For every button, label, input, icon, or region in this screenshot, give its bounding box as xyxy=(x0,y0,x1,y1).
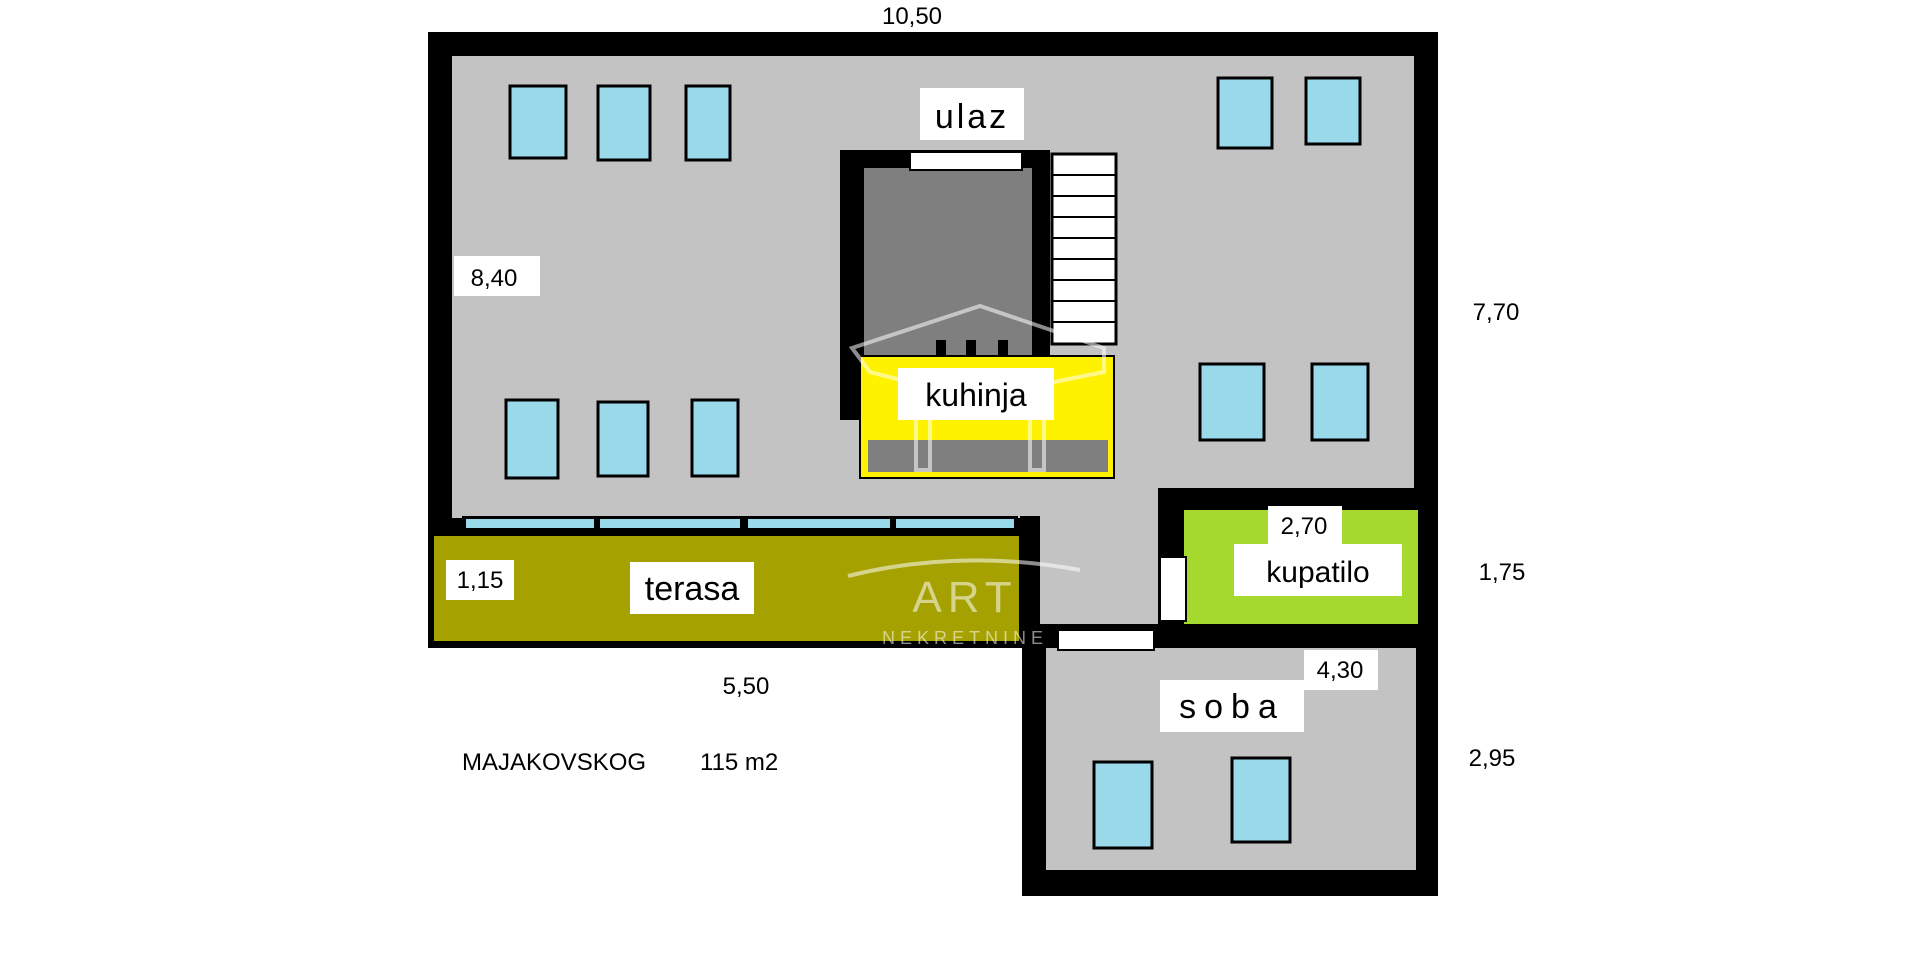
dimension-top: 10,50 xyxy=(882,3,942,30)
room-label-soba: soba xyxy=(1179,688,1285,726)
dimension-bottom-terasa: 5,50 xyxy=(723,673,770,700)
dimension-terasa-depth: 1,15 xyxy=(457,567,504,594)
label-bg-kupatilo-width xyxy=(1268,506,1342,546)
label-bg-soba xyxy=(1160,680,1304,732)
kitchen-counter-top xyxy=(868,440,1108,472)
room-label-kupatilo: kupatilo xyxy=(1266,556,1369,589)
corridor-wall xyxy=(1020,516,1040,646)
window xyxy=(1092,760,1154,850)
corridor-floor xyxy=(1040,516,1160,630)
watermark-brand: ART xyxy=(912,573,1017,622)
window xyxy=(596,84,652,162)
staircase xyxy=(936,152,1118,358)
window xyxy=(596,400,650,478)
label-bg-kupatilo xyxy=(1234,544,1402,596)
caption-area: 115 m2 xyxy=(700,749,778,776)
staircase-body xyxy=(1050,152,1118,346)
windows xyxy=(504,76,1370,850)
room-label-terasa: terasa xyxy=(645,570,740,608)
watermark-sub: NEKRETNINE xyxy=(882,628,1048,648)
room-label-kuhinja: kuhinja xyxy=(925,377,1027,413)
window xyxy=(1310,362,1370,442)
label-bg-terasa xyxy=(630,562,754,614)
window xyxy=(504,398,560,480)
dimension-soba-depth: 2,95 xyxy=(1469,745,1516,772)
room-label-ulaz: ulaz xyxy=(935,98,1009,136)
terasa-glazing-pane xyxy=(600,519,740,528)
stair-post xyxy=(966,340,976,358)
stair-post xyxy=(998,340,1008,358)
kupatilo-door xyxy=(1159,556,1187,622)
watermark-swoosh-icon xyxy=(847,558,1081,578)
label-bg-soba-width xyxy=(1304,650,1378,690)
stairwell-floor xyxy=(864,168,1032,368)
stair-post xyxy=(936,340,946,358)
label-bg-left xyxy=(454,256,540,296)
terasa-glazing-pane xyxy=(466,519,594,528)
dimension-soba-width: 4,30 xyxy=(1317,657,1364,684)
entrance-door xyxy=(909,151,1023,171)
window xyxy=(1198,362,1266,442)
soba-door xyxy=(1057,629,1155,651)
window xyxy=(508,84,568,160)
dimension-left: 8,40 xyxy=(471,265,518,292)
window xyxy=(690,398,740,478)
label-bg-ulaz xyxy=(920,88,1024,140)
window xyxy=(1216,76,1274,150)
label-bg-kuhinja xyxy=(898,368,1054,420)
dimension-kupatilo-width: 2,70 xyxy=(1281,513,1328,540)
dimension-kupatilo-depth: 1,75 xyxy=(1479,559,1526,586)
terasa-glazing-pane xyxy=(896,519,1014,528)
window xyxy=(1230,756,1292,844)
caption-street: MAJAKOVSKOG xyxy=(462,749,646,776)
window xyxy=(684,84,732,162)
window xyxy=(1304,76,1362,146)
label-bg-terasa-depth xyxy=(446,560,514,600)
watermark: ART NEKRETNINE xyxy=(847,303,1106,648)
terasa-glazing-pane xyxy=(748,519,890,528)
dimension-right: 7,70 xyxy=(1473,299,1520,326)
